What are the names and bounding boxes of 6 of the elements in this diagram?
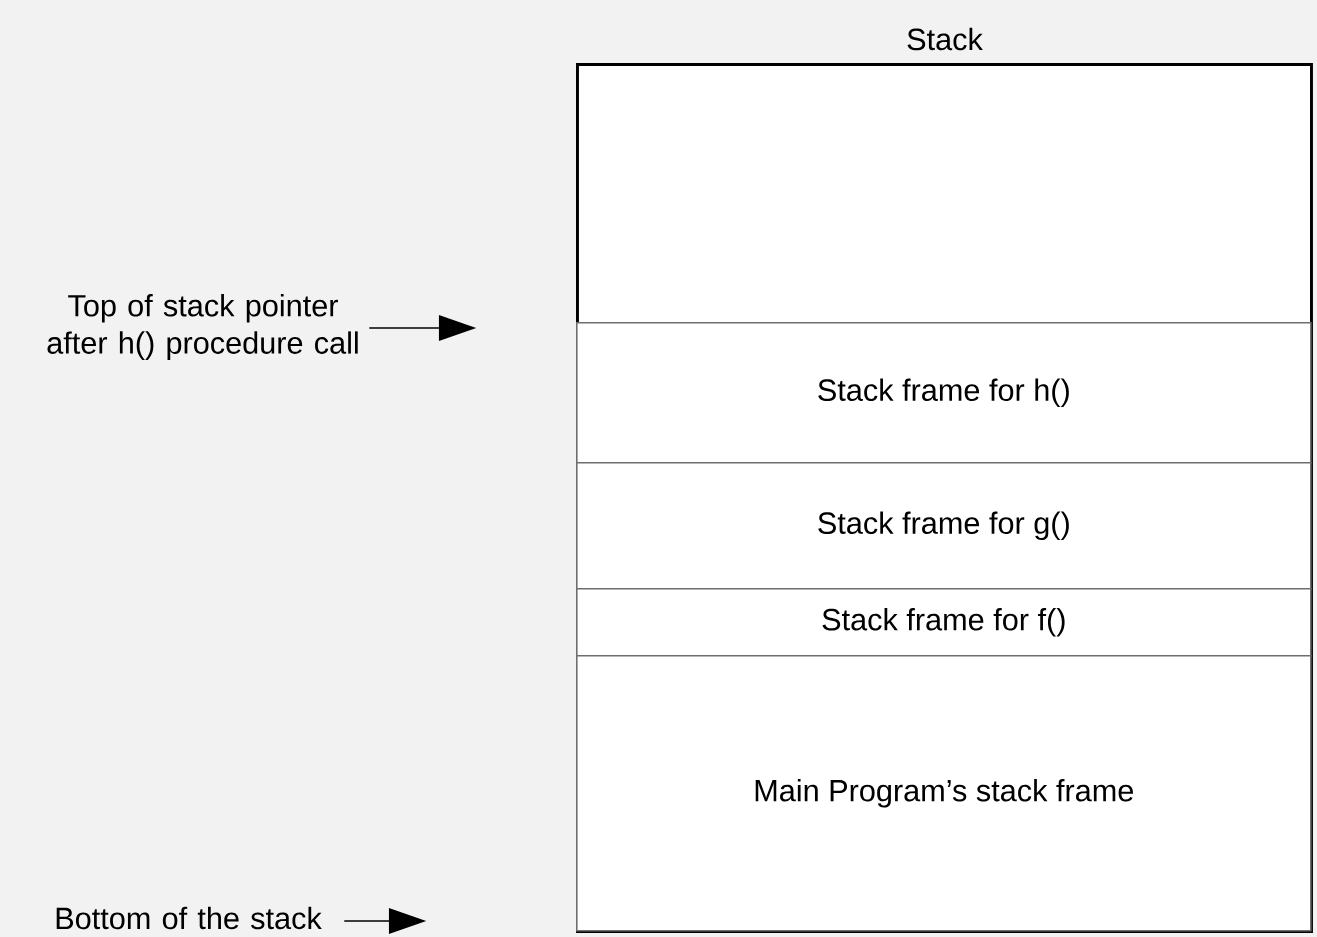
pointer-label: Top of stack pointer after h() procedure call [47, 294, 358, 360]
stack-frame-box: Stack frame for f() [576, 588, 1312, 657]
node-label: Stack [907, 27, 983, 51]
stack-frame-box: Stack frame for g() [576, 462, 1312, 590]
stack-frame-box: Stack frame for h() [576, 322, 1312, 464]
pointer-label: Bottom of the stack [56, 906, 322, 930]
